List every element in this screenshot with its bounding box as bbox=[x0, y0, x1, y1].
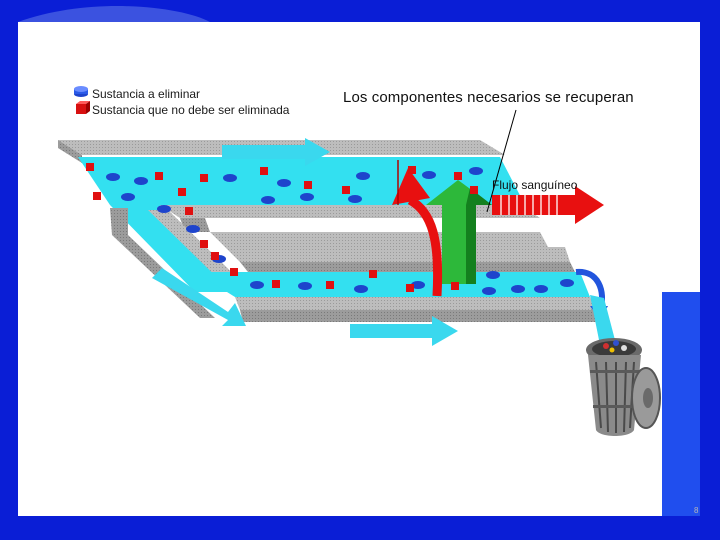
tubule-diagram bbox=[58, 140, 598, 322]
legend-red-cube-icon bbox=[76, 101, 90, 114]
flow-arrow-icon-left bbox=[152, 268, 246, 326]
blood-flow-label: Flujo sanguíneo bbox=[492, 178, 578, 192]
diagram-title: Los componentes necesarios se recuperan bbox=[343, 89, 634, 106]
legend-label-remove: Sustancia a eliminar bbox=[92, 87, 201, 101]
trash-bin-icon bbox=[586, 338, 661, 436]
flow-arrow-icon-top bbox=[222, 138, 330, 166]
legend-label-keep: Sustancia que no debe ser eliminada bbox=[92, 103, 290, 117]
title-pointer-line bbox=[486, 109, 517, 213]
slide-number: 8 bbox=[694, 506, 699, 515]
legend-blue-disc-icon bbox=[74, 86, 88, 97]
reabsorption-arrow-icon bbox=[426, 180, 492, 284]
return-arrow-icon bbox=[392, 160, 443, 297]
waste-arrow-icon bbox=[575, 268, 615, 345]
red-cube-icon-group bbox=[86, 163, 478, 292]
flow-arrow-icon-bottom bbox=[350, 316, 458, 346]
blood-flow-arrow-icon bbox=[492, 186, 604, 224]
